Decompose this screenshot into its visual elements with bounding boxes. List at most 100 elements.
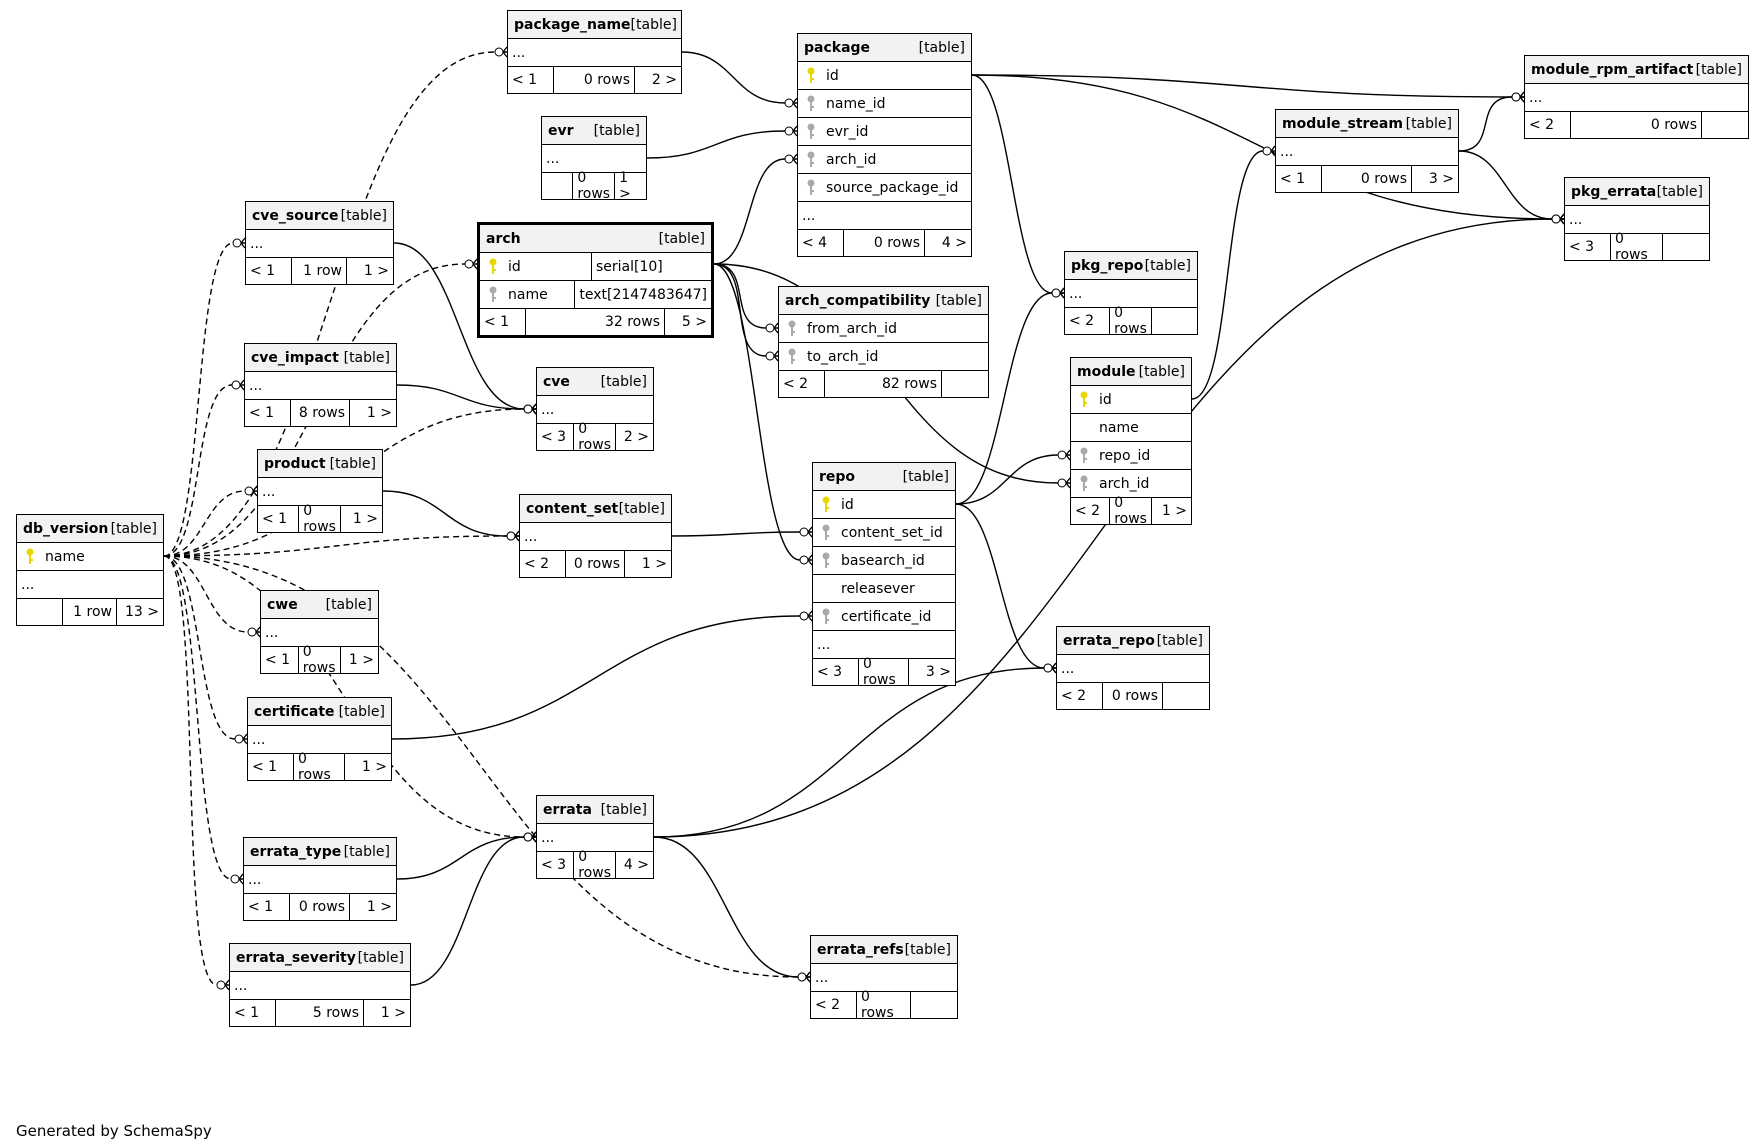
table-header[interactable]: db_version[table] bbox=[17, 515, 163, 543]
parents-count-link[interactable]: < 1 bbox=[508, 67, 554, 93]
table-name[interactable]: module bbox=[1077, 363, 1136, 380]
children-count-link[interactable]: 5 > bbox=[681, 314, 707, 330]
parents-count-link[interactable]: < 4 bbox=[798, 230, 844, 256]
parents-count-link[interactable]: < 3 bbox=[537, 424, 575, 450]
children-count-link[interactable]: 3 > bbox=[1428, 171, 1454, 187]
table-name[interactable]: errata_repo bbox=[1063, 632, 1155, 649]
table-name[interactable]: repo bbox=[819, 468, 856, 485]
parents-count-link[interactable]: < 2 bbox=[1525, 112, 1571, 138]
parents-count-link[interactable]: < 1 bbox=[261, 647, 299, 673]
parents-count-link[interactable]: < 3 bbox=[1565, 234, 1611, 260]
column-row[interactable]: basearch_id bbox=[813, 547, 955, 575]
parents-count-link[interactable]: < 2 bbox=[1057, 683, 1103, 709]
table-header[interactable]: errata_type[table] bbox=[244, 838, 396, 866]
children-count-link[interactable]: 1 > bbox=[361, 759, 387, 775]
more-columns-row[interactable]: ... bbox=[1057, 655, 1209, 683]
table-name[interactable]: errata_severity bbox=[236, 949, 356, 966]
parents-count-link[interactable] bbox=[17, 599, 63, 625]
column-row[interactable]: source_package_id bbox=[798, 174, 971, 202]
more-columns-row[interactable]: ... bbox=[230, 972, 410, 1000]
table-name[interactable]: cve bbox=[543, 373, 570, 390]
table-name[interactable]: cve_impact bbox=[251, 349, 339, 366]
parents-count-link[interactable]: < 2 bbox=[1065, 308, 1111, 334]
more-columns-row[interactable]: ... bbox=[1565, 206, 1709, 234]
table-header[interactable]: module[table] bbox=[1071, 358, 1191, 386]
more-columns-row[interactable]: ... bbox=[246, 230, 393, 258]
table-name[interactable]: errata_type bbox=[250, 843, 342, 860]
children-count-link[interactable] bbox=[911, 992, 957, 1018]
more-columns-row[interactable]: ... bbox=[244, 866, 396, 894]
table-header[interactable]: arch_compatibility[table] bbox=[779, 287, 988, 315]
more-columns-row[interactable]: ... bbox=[520, 523, 671, 551]
children-count-link[interactable]: 3 > bbox=[925, 664, 951, 680]
table-header[interactable]: module_rpm_artifact[table] bbox=[1525, 56, 1748, 84]
column-row[interactable]: id bbox=[798, 62, 971, 90]
table-name[interactable]: arch bbox=[486, 230, 521, 247]
parents-count-link[interactable]: < 1 bbox=[245, 400, 291, 426]
more-columns-row[interactable]: ... bbox=[813, 631, 955, 659]
table-name[interactable]: content_set bbox=[526, 500, 619, 517]
column-row[interactable]: releasever bbox=[813, 575, 955, 603]
children-count-link[interactable]: 1 > bbox=[1161, 503, 1187, 519]
children-count-link[interactable]: 1 > bbox=[352, 511, 378, 527]
children-count-link[interactable]: 13 > bbox=[125, 604, 159, 620]
column-row[interactable]: content_set_id bbox=[813, 519, 955, 547]
table-header[interactable]: product[table] bbox=[258, 450, 382, 478]
more-columns-row[interactable]: ... bbox=[798, 202, 971, 230]
parents-count-link[interactable]: < 1 bbox=[480, 309, 526, 335]
table-name[interactable]: module_rpm_artifact bbox=[1531, 61, 1694, 78]
children-count-link[interactable]: 2 > bbox=[651, 72, 677, 88]
table-name[interactable]: certificate bbox=[254, 703, 335, 720]
more-columns-row[interactable]: ... bbox=[542, 145, 646, 173]
table-name[interactable]: product bbox=[264, 455, 326, 472]
table-header[interactable]: content_set[table] bbox=[520, 495, 671, 523]
table-name[interactable]: cve_source bbox=[252, 207, 339, 224]
table-header[interactable]: pkg_errata[table] bbox=[1565, 178, 1709, 206]
table-name[interactable]: evr bbox=[548, 122, 574, 139]
more-columns-row[interactable]: ... bbox=[1525, 84, 1748, 112]
table-header[interactable]: certificate[table] bbox=[248, 698, 391, 726]
column-row[interactable]: certificate_id bbox=[813, 603, 955, 631]
children-count-link[interactable]: 1 > bbox=[619, 170, 631, 202]
table-name[interactable]: package_name bbox=[514, 16, 631, 33]
parents-count-link[interactable] bbox=[542, 173, 574, 199]
children-count-link[interactable] bbox=[942, 371, 988, 397]
children-count-link[interactable]: 1 > bbox=[366, 899, 392, 915]
table-name[interactable]: arch_compatibility bbox=[785, 292, 931, 309]
children-count-link[interactable]: 1 > bbox=[348, 652, 374, 668]
column-row[interactable]: name bbox=[1071, 414, 1191, 442]
table-header[interactable]: repo[table] bbox=[813, 463, 955, 491]
table-header[interactable]: package_name[table] bbox=[508, 11, 681, 39]
parents-count-link[interactable]: < 2 bbox=[1071, 498, 1111, 524]
table-name[interactable]: cwe bbox=[267, 596, 298, 613]
column-row[interactable]: to_arch_id bbox=[779, 343, 988, 371]
children-count-link[interactable] bbox=[1702, 112, 1748, 138]
more-columns-row[interactable]: ... bbox=[245, 372, 396, 400]
column-row[interactable]: evr_id bbox=[798, 118, 971, 146]
table-header[interactable]: errata_refs[table] bbox=[811, 936, 957, 964]
children-count-link[interactable]: 2 > bbox=[623, 429, 649, 445]
table-name[interactable]: errata_refs bbox=[817, 941, 904, 958]
table-header[interactable]: errata_repo[table] bbox=[1057, 627, 1209, 655]
table-header[interactable]: evr[table] bbox=[542, 117, 646, 145]
table-name[interactable]: module_stream bbox=[1282, 115, 1403, 132]
more-columns-row[interactable]: ... bbox=[811, 964, 957, 992]
table-header[interactable]: cve[table] bbox=[537, 368, 653, 396]
